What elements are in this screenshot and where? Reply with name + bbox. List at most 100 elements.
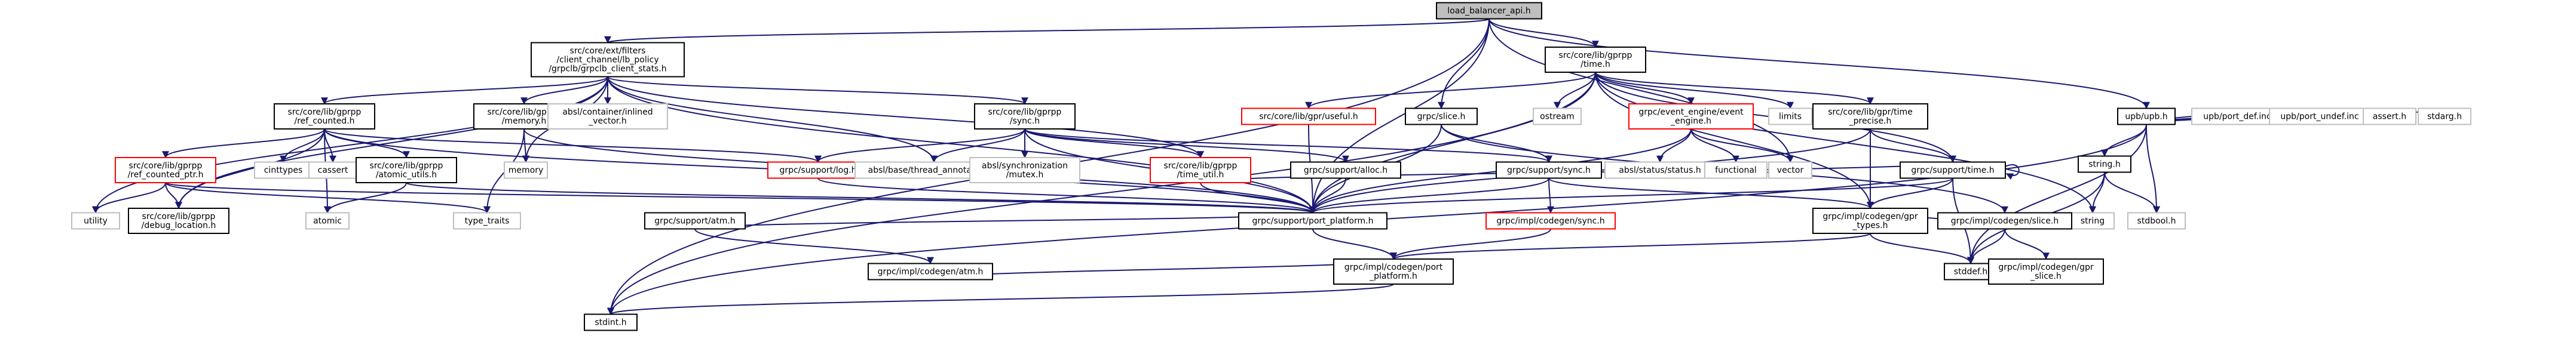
edge-time-to-ostream xyxy=(1554,72,1596,109)
edge-log-to-portplatform xyxy=(817,177,1316,214)
node-label-limits: limits xyxy=(1779,112,1802,122)
edge-timeutil-to-portplatform xyxy=(1200,182,1316,214)
node-portundef[interactable]: upb/port_undef.inc xyxy=(2269,107,2370,125)
node-label-string: string xyxy=(2081,217,2105,226)
edge-gprtypes-to-implport xyxy=(1390,233,1871,260)
node-portplatform[interactable]: grpc/support/port_platform.h xyxy=(1238,212,1387,230)
node-upb[interactable]: upb/upb.h xyxy=(2117,107,2176,125)
node-gprslice[interactable]: grpc/impl/codegen/gpr_slice.h xyxy=(1988,258,2104,285)
node-box-limits xyxy=(1768,107,1812,125)
node-label-implslice: grpc/impl/codegen/slice.h xyxy=(1951,217,2059,226)
edge-eventengine-to-vector xyxy=(1690,128,1794,163)
node-timeutil[interactable]: src/core/lib/gprpp/time_util.h xyxy=(1150,157,1251,183)
node-assert[interactable]: assert.h xyxy=(2363,107,2416,125)
edge-time-to-gprtypes xyxy=(1595,72,1874,209)
node-atomicutils[interactable]: src/core/lib/gprpp/atomic_utils.h xyxy=(356,157,457,183)
node-stdbool[interactable]: stdbool.h xyxy=(2127,212,2186,230)
node-label-supporttime: grpc/support/time.h xyxy=(1911,166,1994,175)
node-useful[interactable]: src/core/lib/gpr/useful.h xyxy=(1241,107,1376,125)
node-box-eventengine xyxy=(1628,103,1754,130)
node-box-atomicutils xyxy=(356,157,457,183)
node-cinttypes[interactable]: cinttypes xyxy=(254,161,313,179)
node-inlined[interactable]: absl/container/inlined_vector.h xyxy=(547,103,668,130)
edge-timeprecise-to-supporttime xyxy=(1870,128,1956,163)
edge-string_h-to-stdbool xyxy=(2104,172,2160,214)
node-box-assert xyxy=(2363,107,2416,125)
node-box-implport xyxy=(1333,258,1454,285)
node-time[interactable]: src/core/lib/gprpp/time.h xyxy=(1545,47,1646,73)
node-box-functional xyxy=(1704,161,1768,179)
node-label-portundef: upb/port_undef.inc xyxy=(2280,112,2358,122)
edge-implsync-to-implport xyxy=(1390,229,1551,260)
node-stdarg[interactable]: stdarg.h xyxy=(2418,107,2471,125)
node-limits[interactable]: limits xyxy=(1768,107,1812,125)
edge-time-to-portplatform xyxy=(1309,72,1596,214)
node-utility[interactable]: utility xyxy=(71,212,120,230)
node-implsync[interactable]: grpc/impl/codegen/sync.h xyxy=(1485,212,1616,230)
node-cassert[interactable]: cassert xyxy=(308,161,357,179)
node-status[interactable]: absl/status/status.h xyxy=(1604,161,1716,179)
node-string[interactable]: string xyxy=(2070,212,2115,230)
edge-root-to-vector xyxy=(1488,19,1794,163)
node-functional[interactable]: functional xyxy=(1704,161,1768,179)
node-box-vector xyxy=(1768,161,1812,179)
node-slice[interactable]: grpc/slice.h xyxy=(1405,107,1478,125)
node-root[interactable]: load_balancer_api.h xyxy=(1436,2,1542,20)
node-box-stdbool xyxy=(2127,212,2186,230)
node-box-typetraits xyxy=(453,212,521,230)
node-atomic[interactable]: atomic xyxy=(305,212,350,230)
node-label-mutex: /mutex.h xyxy=(1006,170,1044,180)
edge-implatm-to-implport xyxy=(930,258,1397,281)
node-ostream[interactable]: ostream xyxy=(1533,107,1582,125)
node-portdef[interactable]: upb/port_def.inc xyxy=(2191,107,2283,125)
edge-sync-to-threadann xyxy=(930,128,1025,163)
node-box-timeprecise xyxy=(1812,103,1928,130)
node-timeprecise[interactable]: src/core/lib/gpr/time_precise.h xyxy=(1812,103,1928,130)
node-box-time xyxy=(1545,47,1646,73)
node-label-time: /time.h xyxy=(1580,60,1610,69)
node-supporttime[interactable]: grpc/support/time.h xyxy=(1900,161,2006,179)
node-atm[interactable]: grpc/support/atm.h xyxy=(644,212,746,230)
node-label-refcounted: src/core/lib/gprpp xyxy=(288,107,362,117)
node-box-stdint xyxy=(584,313,638,331)
node-box-refcountedptr xyxy=(115,157,216,183)
node-gprtypes[interactable]: grpc/impl/codegen/gpr_types.h xyxy=(1812,208,1928,234)
node-label-mutex: absl/synchronization xyxy=(982,161,1068,171)
node-supportsync[interactable]: grpc/support/sync.h xyxy=(1496,161,1602,179)
node-refcountedptr[interactable]: src/core/lib/gprpp/ref_counted_ptr.h xyxy=(115,157,216,183)
node-refcounted[interactable]: src/core/lib/gprpp/ref_counted.h xyxy=(274,103,375,130)
edge-supporttime-to-gprtypes xyxy=(1867,178,1953,209)
node-mutex[interactable]: absl/synchronization/mutex.h xyxy=(969,157,1080,183)
node-sync[interactable]: src/core/lib/gprpp/sync.h xyxy=(974,103,1076,130)
node-box-inlined xyxy=(547,103,668,130)
edge-slice-to-supportsync xyxy=(1441,124,1552,163)
node-implslice[interactable]: grpc/impl/codegen/slice.h xyxy=(1937,212,2072,230)
node-box-portplatform xyxy=(1238,212,1387,230)
node-box-supporttime xyxy=(1900,161,2006,179)
edge-time-to-eventengine xyxy=(1595,72,1695,105)
node-label-refcountedptr: src/core/lib/gprpp xyxy=(129,161,203,171)
node-label-portplatform: grpc/support/port_platform.h xyxy=(1252,217,1374,226)
node-eventengine[interactable]: grpc/event_engine/event_engine.h xyxy=(1628,103,1754,130)
node-stdint[interactable]: stdint.h xyxy=(584,313,638,331)
node-string_h[interactable]: string.h xyxy=(2078,155,2131,173)
edge-portplatform-to-implport xyxy=(1312,229,1397,260)
node-label-eventengine: grpc/event_engine/event xyxy=(1638,107,1744,117)
node-typetraits[interactable]: type_traits xyxy=(453,212,521,230)
node-implatm[interactable]: grpc/impl/codegen/atm.h xyxy=(868,263,993,281)
node-label-memorystd: memory xyxy=(509,166,544,175)
node-alloc[interactable]: grpc/support/alloc.h xyxy=(1290,161,1401,179)
node-log[interactable]: grpc/support/log.h xyxy=(767,161,869,179)
node-implport[interactable]: grpc/impl/codegen/port_platform.h xyxy=(1333,258,1454,285)
edge-sync-to-alloc xyxy=(1024,128,1349,163)
node-memorystd[interactable]: memory xyxy=(504,161,548,179)
node-label-debugloc: /debug_location.h xyxy=(142,221,216,230)
node-box-atomic xyxy=(305,212,350,230)
node-label-stddef: stddef.h xyxy=(1954,267,1987,277)
node-vector[interactable]: vector xyxy=(1768,161,1812,179)
node-label-inlined: _vector.h xyxy=(588,116,626,126)
edge-implslice-to-stddef xyxy=(1967,229,2005,264)
node-debugloc[interactable]: src/core/lib/gprpp/debug_location.h xyxy=(128,208,229,234)
node-lbstats[interactable]: src/core/ext/filters/client_channel/lb_p… xyxy=(531,42,685,78)
edge-atomicutils-to-atomic xyxy=(324,182,407,214)
